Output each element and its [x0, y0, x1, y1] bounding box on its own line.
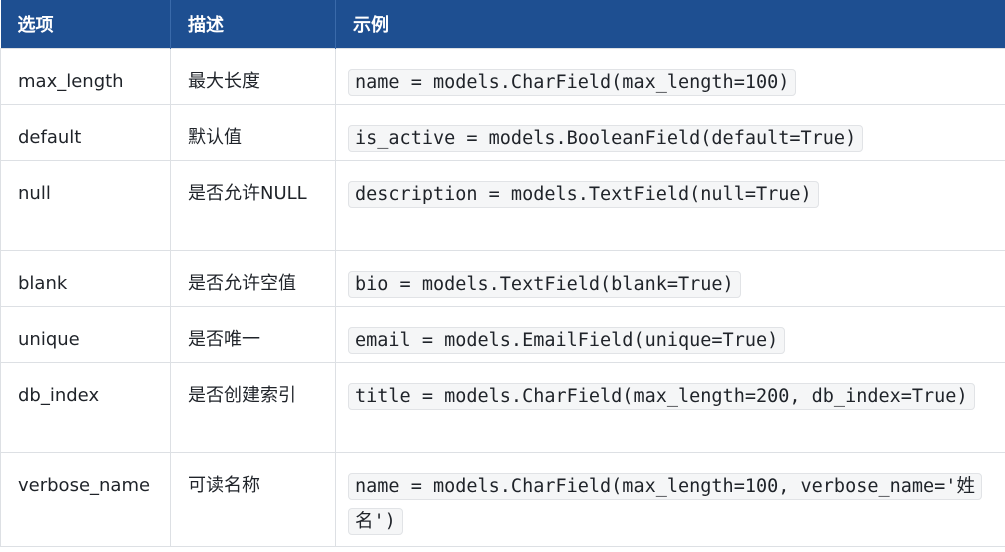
table-row: max_length 最大长度 name = models.CharField(… [0, 47, 1005, 105]
description-cell: 最大长度 [170, 47, 336, 105]
table-row: verbose_name 可读名称 name = models.CharFiel… [0, 451, 1005, 547]
table-row: null 是否允许NULL description = models.TextF… [0, 159, 1005, 251]
code-snippet: email = models.EmailField(unique=True) [348, 326, 786, 354]
option-cell: blank [0, 249, 171, 307]
description-cell: 可读名称 [170, 451, 336, 547]
example-cell: title = models.CharField(max_length=200,… [335, 361, 1005, 453]
code-snippet: bio = models.TextField(blank=True) [348, 270, 741, 298]
table-row: db_index 是否创建索引 title = models.CharField… [0, 361, 1005, 453]
header-example: 示例 [335, 0, 1005, 48]
header-description: 描述 [170, 0, 336, 48]
example-cell: description = models.TextField(null=True… [335, 159, 1005, 251]
code-snippet: name = models.CharField(max_length=100) [348, 68, 797, 96]
option-cell: default [0, 103, 171, 161]
description-cell: 是否创建索引 [170, 361, 336, 453]
table-row: blank 是否允许空值 bio = models.TextField(blan… [0, 249, 1005, 307]
option-cell: null [0, 159, 171, 251]
description-cell: 是否允许空值 [170, 249, 336, 307]
table-body: max_length 最大长度 name = models.CharField(… [0, 47, 1005, 547]
table-row: unique 是否唯一 email = models.EmailField(un… [0, 305, 1005, 363]
header-row: 选项 描述 示例 [0, 0, 1005, 48]
example-cell: is_active = models.BooleanField(default=… [335, 103, 1005, 161]
example-cell: bio = models.TextField(blank=True) [335, 249, 1005, 307]
table-row: default 默认值 is_active = models.BooleanFi… [0, 103, 1005, 161]
example-cell: email = models.EmailField(unique=True) [335, 305, 1005, 363]
code-snippet: description = models.TextField(null=True… [348, 180, 819, 208]
option-cell: max_length [0, 47, 171, 105]
description-cell: 默认值 [170, 103, 336, 161]
table-header: 选项 描述 示例 [0, 0, 1005, 48]
example-cell: name = models.CharField(max_length=100, … [335, 451, 1005, 547]
description-cell: 是否允许NULL [170, 159, 336, 251]
example-cell: name = models.CharField(max_length=100) [335, 47, 1005, 105]
code-snippet: is_active = models.BooleanField(default=… [348, 124, 864, 152]
option-cell: unique [0, 305, 171, 363]
code-snippet: name = models.CharField(max_length=100, … [348, 472, 982, 535]
header-option: 选项 [0, 0, 171, 48]
option-cell: db_index [0, 361, 171, 453]
description-cell: 是否唯一 [170, 305, 336, 363]
option-cell: verbose_name [0, 451, 171, 547]
code-snippet: title = models.CharField(max_length=200,… [348, 382, 975, 410]
